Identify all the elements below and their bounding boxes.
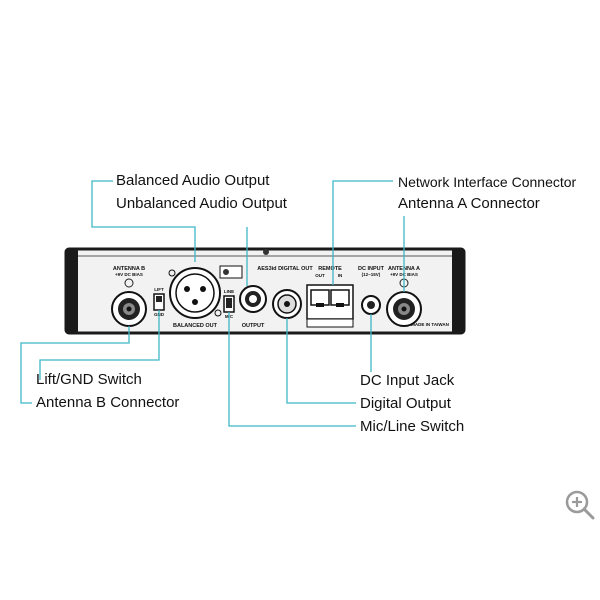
label-dc-input-range: (12~15V): [362, 272, 381, 277]
callout-mic-line-switch: Mic/Line Switch: [360, 418, 465, 435]
label-made-in: MADE IN TAIWAN: [411, 322, 449, 327]
unbalanced-output-jack: [239, 285, 267, 313]
label-line: LINE: [224, 289, 234, 294]
antenna-b-connector: [111, 278, 147, 327]
callout-antenna-a-connector: Antenna A Connector: [398, 195, 540, 212]
callout-digital-output: Digital Output: [360, 395, 451, 412]
xlr-balanced-output: [168, 265, 243, 319]
callout-network-interface-connector: Network Interface Connector: [398, 174, 577, 190]
label-lift: LIFT: [154, 287, 164, 292]
callout-lift-gnd-switch: Lift/GND Switch: [36, 371, 142, 388]
leader-lines: [20, 180, 405, 427]
leader-mic-line: [228, 312, 356, 427]
label-antenna-b-bias: +9V DC BIAS: [115, 272, 143, 277]
leader-network-interface: [332, 180, 393, 285]
leader-lift-gnd: [39, 310, 160, 380]
zoom-in-icon[interactable]: [563, 488, 597, 522]
label-remote: REMOTE: [318, 266, 342, 272]
lift-gnd-switch: [153, 293, 165, 311]
network-remote-ports: [306, 284, 354, 328]
mic-line-switch: [223, 295, 235, 313]
callout-unbalanced-audio-output: Unbalanced Audio Output: [116, 195, 287, 212]
label-output: OUTPUT: [242, 323, 265, 329]
label-antenna-b: ANTENNA B: [113, 266, 145, 272]
callout-dc-input-jack: DC Input Jack: [360, 372, 455, 389]
aes-digital-output-bnc: [272, 289, 302, 319]
leader-balanced-output: [91, 180, 196, 262]
leader-antenna-b: [20, 326, 130, 404]
label-dc-input: DC INPUT: [358, 266, 385, 272]
callout-antenna-b-connector: Antenna B Connector: [36, 394, 180, 411]
antenna-a-connector: [386, 278, 422, 327]
label-balanced-out: BALANCED OUT: [173, 323, 218, 329]
label-remote-out: OUT: [315, 273, 325, 278]
label-aes-digital-out: AES3id DIGITAL OUT: [257, 266, 313, 272]
callout-balanced-audio-output: Balanced Audio Output: [116, 172, 270, 189]
dc-input-jack: [361, 295, 381, 315]
label-remote-in: IN: [338, 273, 343, 278]
leader-digital-output: [286, 318, 356, 404]
